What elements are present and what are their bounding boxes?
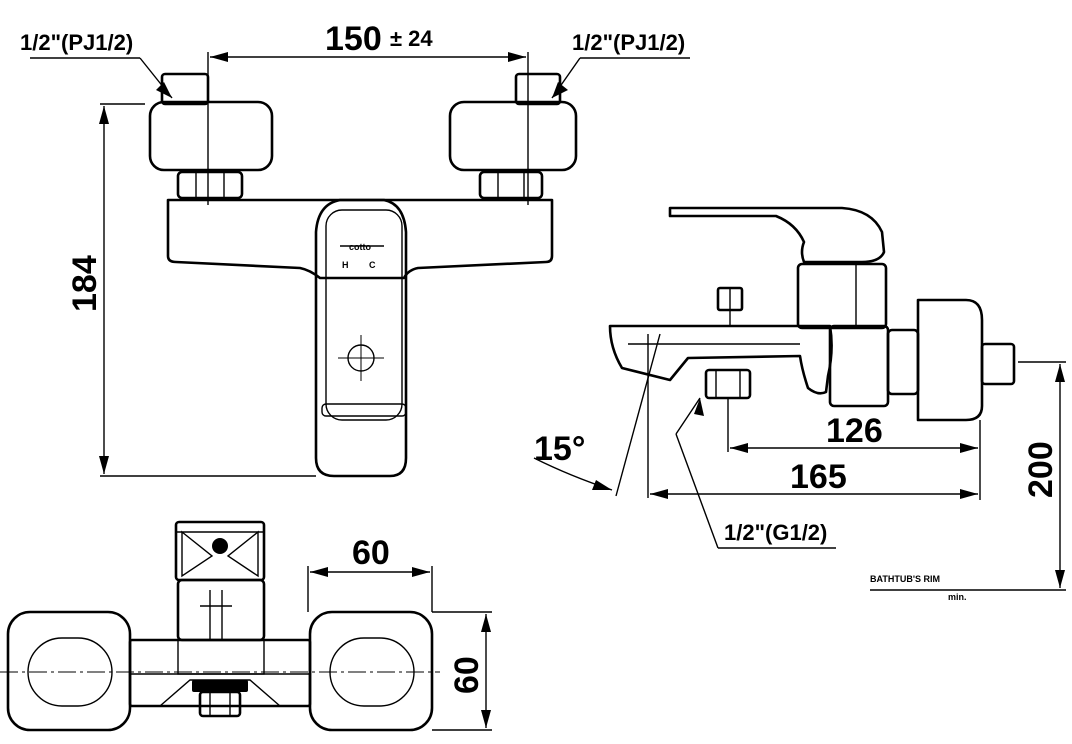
- dim-center-tolerance: ± 24: [390, 26, 433, 51]
- dim-body-depth: 60: [448, 656, 486, 694]
- thread-inlet-left: 1/2"(PJ1/2): [20, 30, 133, 55]
- dim-spout-angle: 15°: [534, 430, 585, 468]
- cold-indicator: C: [369, 260, 376, 270]
- thread-outlet: 1/2"(G1/2): [724, 520, 827, 545]
- thread-inlet-right: 1/2"(PJ1/2): [572, 30, 685, 55]
- hot-indicator: H: [342, 260, 349, 270]
- brand-logo-text: cotto: [349, 242, 371, 252]
- dim-center-distance: 150: [325, 20, 382, 58]
- dim-height-above-rim: 200: [1022, 441, 1060, 498]
- side-view: 126 165 15° 1/2"(G1/2) 200 BATHTUB'S RIM…: [533, 206, 1066, 602]
- top-view: 60 60: [0, 520, 492, 732]
- dim-spout-projection: 165: [790, 458, 847, 496]
- dim-overall-height: 184: [66, 255, 104, 312]
- bathtub-rim-min-label: min.: [948, 592, 967, 602]
- bathtub-rim-label: BATHTUB'S RIM: [870, 574, 940, 584]
- dim-body-width: 60: [352, 534, 390, 572]
- front-view: 150 ± 24 1/2"(PJ1/2) 1/2"(PJ1/2): [20, 20, 690, 478]
- dim-spout-to-outlet: 126: [826, 412, 883, 450]
